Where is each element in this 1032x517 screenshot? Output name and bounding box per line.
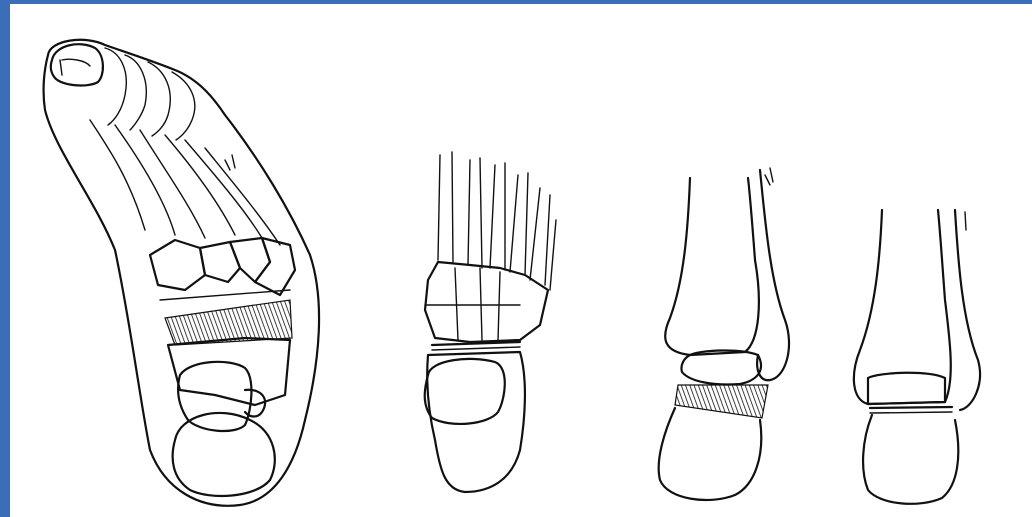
cuneiform-2 — [200, 242, 240, 282]
foot-dorsal-view — [425, 152, 556, 492]
calcaneus — [173, 413, 275, 496]
foot-outline — [44, 40, 320, 506]
resection-line-2 — [432, 342, 520, 345]
ankle-view-fused — [854, 210, 980, 504]
talus-ankle — [659, 408, 762, 500]
toe-3 — [125, 55, 146, 130]
midfoot-bones — [425, 262, 548, 342]
toe-4 — [148, 62, 170, 136]
fusion-line — [870, 407, 952, 408]
fibula-2 — [955, 210, 980, 410]
big-toe — [51, 44, 103, 85]
fibula — [757, 170, 789, 380]
talus-dorsal — [425, 359, 505, 424]
ankle-view-hatched — [659, 168, 789, 500]
toe-2 — [105, 48, 126, 125]
toe-5 — [172, 72, 195, 140]
foot-oblique-view — [44, 40, 320, 506]
tibia — [665, 178, 759, 355]
cuneiform-1 — [150, 240, 205, 290]
navicular — [168, 338, 290, 405]
cuboid — [255, 238, 295, 295]
resection-band-3 — [675, 385, 768, 418]
talus-ankle-2 — [863, 415, 958, 504]
